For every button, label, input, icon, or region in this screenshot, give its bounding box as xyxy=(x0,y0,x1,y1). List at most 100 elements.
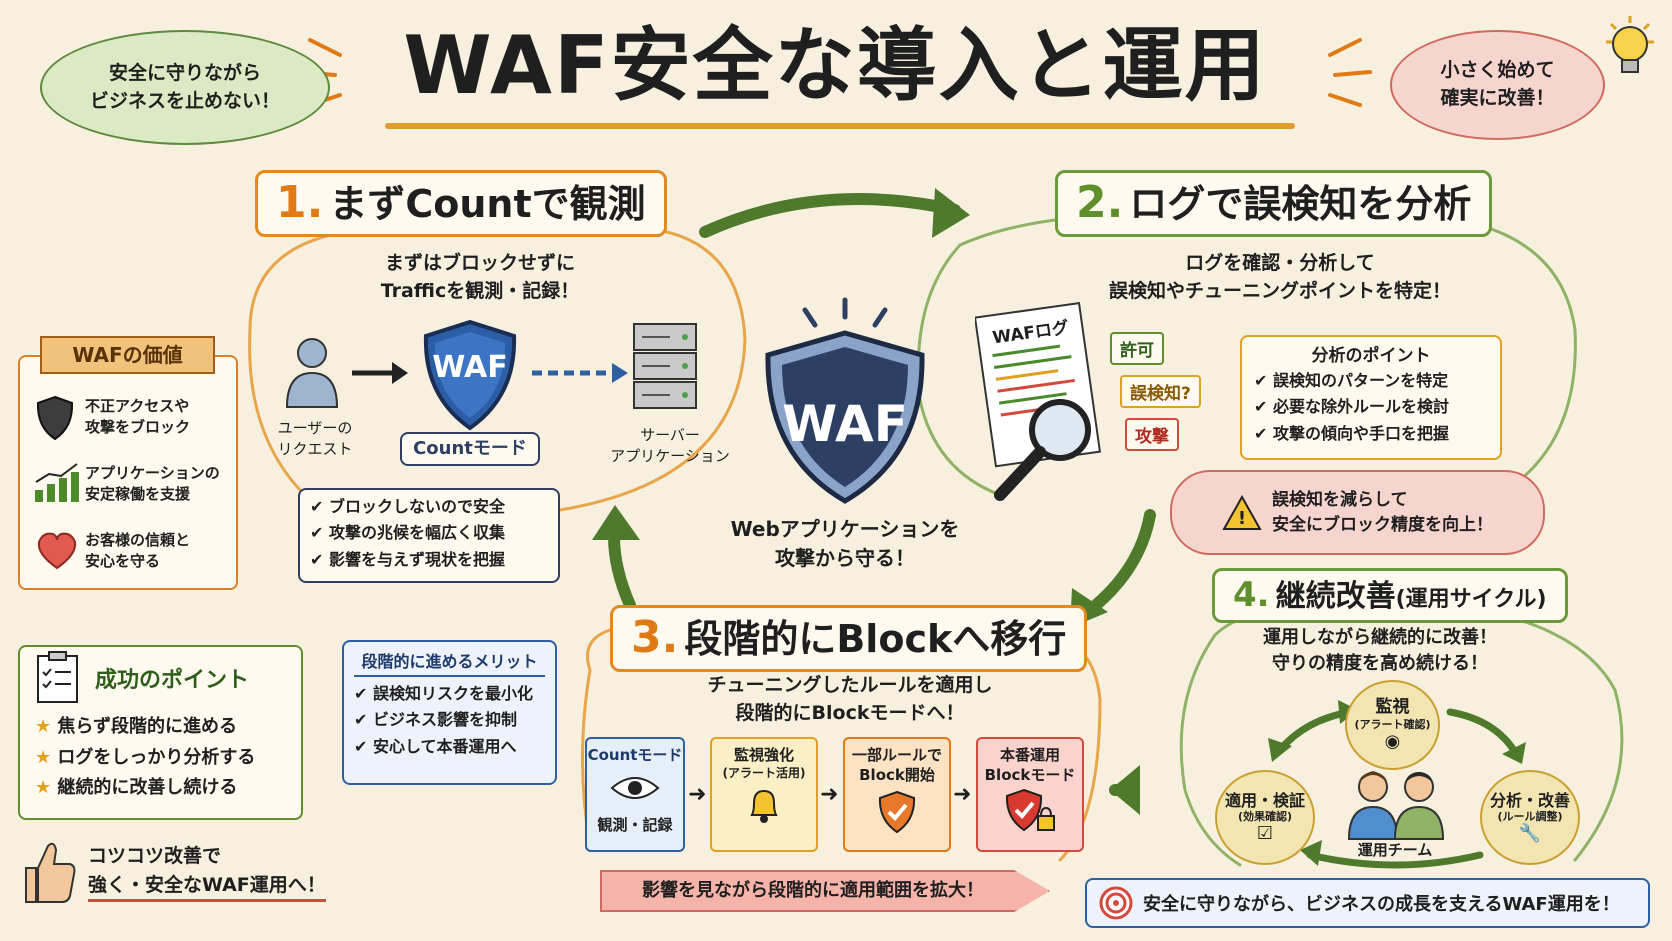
footer-right-text: 安全に守りながら、ビジネスの成長を支えるWAF運用を！ xyxy=(1143,894,1620,915)
center-waf-shield-icon xyxy=(765,297,925,504)
value-item-2: アプリケーションの 安定稼働を支援 xyxy=(85,464,220,503)
warning-icon: ! xyxy=(1222,494,1262,530)
page-title: WAF安全な導入と運用 xyxy=(403,19,1267,112)
section1-desc-line1: まずはブロックせずに xyxy=(384,252,575,274)
dashed-arrow-icon xyxy=(532,363,628,383)
section1-desc-line2: Trafficを観測・記録！ xyxy=(380,279,580,302)
check-item: ✔ 攻撃の兆候を幅広く収集 xyxy=(310,523,505,543)
section1-number: 1. xyxy=(276,177,324,228)
operations-team-label: 運用チーム xyxy=(1357,841,1433,859)
merit-panel: 段階的に進めるメリット ✔ 誤検知リスクを最小化 ✔ ビジネス影響を抑制 ✔ 安… xyxy=(342,640,557,785)
list-item: ★ ログをしっかり分析する xyxy=(35,746,256,768)
list-item: ✔ 誤検知リスクを最小化 xyxy=(354,684,533,703)
section1-check-items: ✔ ブロックしないので安全 ✔ 攻撃の兆候を幅広く収集 ✔ 影響を与えず現状を把… xyxy=(310,494,548,573)
log-tag-allow: 許可 xyxy=(1110,332,1164,365)
success-header: 成功のポイント xyxy=(95,668,250,693)
bell-icon xyxy=(750,790,778,824)
user-icon xyxy=(285,338,339,408)
section2-description: ログを確認・分析して 誤検知やチューニングポイントを特定！ xyxy=(1108,252,1451,302)
heart-icon xyxy=(37,532,77,570)
list-item: ✔ 必要な除外ルールを検討 xyxy=(1254,397,1449,417)
wrench-icon: 🔧 xyxy=(1518,822,1542,844)
analysis-points-header: 分析のポイント xyxy=(1311,346,1431,366)
server-label-line2: アプリケーション xyxy=(610,447,730,465)
waf-shield-icon-small xyxy=(423,319,517,431)
check-icon: ✔ xyxy=(354,710,373,730)
section2-number: 2. xyxy=(1076,177,1124,228)
check-icon: ✔ xyxy=(1254,423,1273,443)
step-arrow-icon: ➜ xyxy=(953,782,972,807)
eye-icon: ◉ xyxy=(1384,730,1401,752)
shield-check-icon xyxy=(878,790,916,833)
center-caption: Webアプリケーションを 攻撃から守る！ xyxy=(730,517,960,570)
clipboard-icon xyxy=(37,651,78,703)
check-icon: ✔ xyxy=(1254,397,1273,417)
list-item: ✔ ビジネス影響を抑制 xyxy=(354,710,517,730)
footer-left-message: コツコツ改善で 強く・安全なWAF運用へ！ xyxy=(88,842,326,902)
slogan-bubble-right: 小さく始めて 確実に改善！ xyxy=(1390,30,1605,140)
thumbs-up-icon xyxy=(25,842,76,903)
shield-icon xyxy=(36,395,74,441)
check-icon: ✔ xyxy=(310,497,329,516)
list-item: ★ 継続的に改善し続ける xyxy=(35,777,238,799)
target-icon xyxy=(1099,886,1133,920)
step-count-mode: Countモード 観測・記録 xyxy=(585,737,685,852)
waf-badge-small-label: WAF xyxy=(432,350,508,385)
list-item: ✔ 安心して本番運用へ xyxy=(354,736,517,756)
section4-subtitle: (運用サイクル) xyxy=(1395,587,1547,612)
server-icon xyxy=(633,323,697,409)
section2-title: ログで誤検知を分析 xyxy=(1129,182,1472,226)
section1-title: まずCountで観測 xyxy=(329,182,646,226)
slogan-left-line1: 安全に守りながら xyxy=(108,61,261,84)
star-icon: ★ xyxy=(35,777,58,799)
user-label-line2: リクエスト xyxy=(277,440,353,458)
check-icon: ✔ xyxy=(354,736,373,756)
slogan-left-line2: ビジネスを止めない！ xyxy=(89,89,280,112)
warning-text: 誤検知を減らして 安全にブロック精度を向上！ xyxy=(1272,489,1493,535)
user-request-label: ユーザーの リクエスト xyxy=(260,418,370,460)
section2-heading: 2.ログで誤検知を分析 xyxy=(1055,170,1493,237)
slogan-right-line2: 確実に改善！ xyxy=(1440,87,1555,109)
section3-description: チューニングしたルールを適用し 段階的にBlockモードへ！ xyxy=(707,674,993,724)
slogan-bubble-left: 安全に守りながら ビジネスを止めない！ xyxy=(40,30,330,145)
cycle-monitor-node: 監視 (アラート確認) ◉ xyxy=(1345,680,1440,770)
check-item: ✔ 影響を与えず現状を把握 xyxy=(310,549,505,569)
check-icon: ✔ xyxy=(354,684,373,703)
value-item-3: お客様の信頼と 安心を守る xyxy=(85,531,191,570)
shield-lock-icon xyxy=(1005,788,1055,831)
section3-title: 段階的にBlockへ移行 xyxy=(684,617,1067,661)
server-label: サーバー アプリケーション xyxy=(605,425,735,467)
section1-checklist: ✔ ブロックしないので安全 ✔ 攻撃の兆候を幅広く収集 ✔ 影響を与えず現状を把… xyxy=(298,488,560,583)
svg-text:!: ! xyxy=(1238,508,1246,529)
merit-list: ✔ 誤検知リスクを最小化 ✔ ビジネス影響を抑制 ✔ 安心して本番運用へ xyxy=(354,681,545,760)
check-icon: ✔ xyxy=(1254,371,1273,390)
step-monitoring: 監視強化 (アラート活用) xyxy=(710,737,818,852)
success-list: ★ 焦らず段階的に進める ★ ログをしっかり分析する ★ 継続的に改善し続ける xyxy=(35,712,255,804)
count-mode-label: Countモード xyxy=(400,432,540,466)
list-item: ★ 焦らず段階的に進める xyxy=(35,716,238,737)
section1-description: まずはブロックせずに Trafficを観測・記録！ xyxy=(300,250,660,305)
section4-heading: 4.継続改善(運用サイクル) xyxy=(1212,568,1568,623)
value-panel-ribbon: WAFの価値 xyxy=(40,336,215,374)
right-arrow-icon xyxy=(352,362,408,384)
cycle-analyze-node: 分析・改善 (ルール調整) 🔧 xyxy=(1480,770,1580,865)
log-tag-false-positive: 誤検知? xyxy=(1120,375,1201,408)
section4-description: 運用しながら継続的に改善！ 守りの精度を高め続ける！ xyxy=(1263,627,1497,675)
check-icon: ✔ xyxy=(310,523,329,543)
user-label-line1: ユーザーの xyxy=(277,419,353,437)
section1-heading: 1.まずCountで観測 xyxy=(255,170,667,237)
section3-heading: 3.段階的にBlockへ移行 xyxy=(610,605,1088,672)
growth-chart-icon xyxy=(35,463,79,502)
star-icon: ★ xyxy=(35,746,58,768)
log-document-icon xyxy=(975,301,1102,501)
center-waf-label: WAF xyxy=(782,395,908,453)
section4-title: 継続改善 xyxy=(1275,579,1396,614)
step-production-block: 本番運用 Blockモード xyxy=(976,737,1084,852)
value-item-1: 不正アクセスや 攻撃をブロック xyxy=(85,397,191,436)
checkbox-icon: ☑ xyxy=(1256,822,1274,844)
check-item: ✔ ブロックしないので安全 xyxy=(310,497,505,516)
merit-header: 段階的に進めるメリット xyxy=(354,648,545,677)
check-icon: ✔ xyxy=(310,549,329,569)
analysis-points-list: ✔ 誤検知のパターンを特定 ✔ 必要な除外ルールを検討 ✔ 攻撃の傾向や手口を把… xyxy=(1254,368,1488,447)
section3-number: 3. xyxy=(631,612,679,663)
